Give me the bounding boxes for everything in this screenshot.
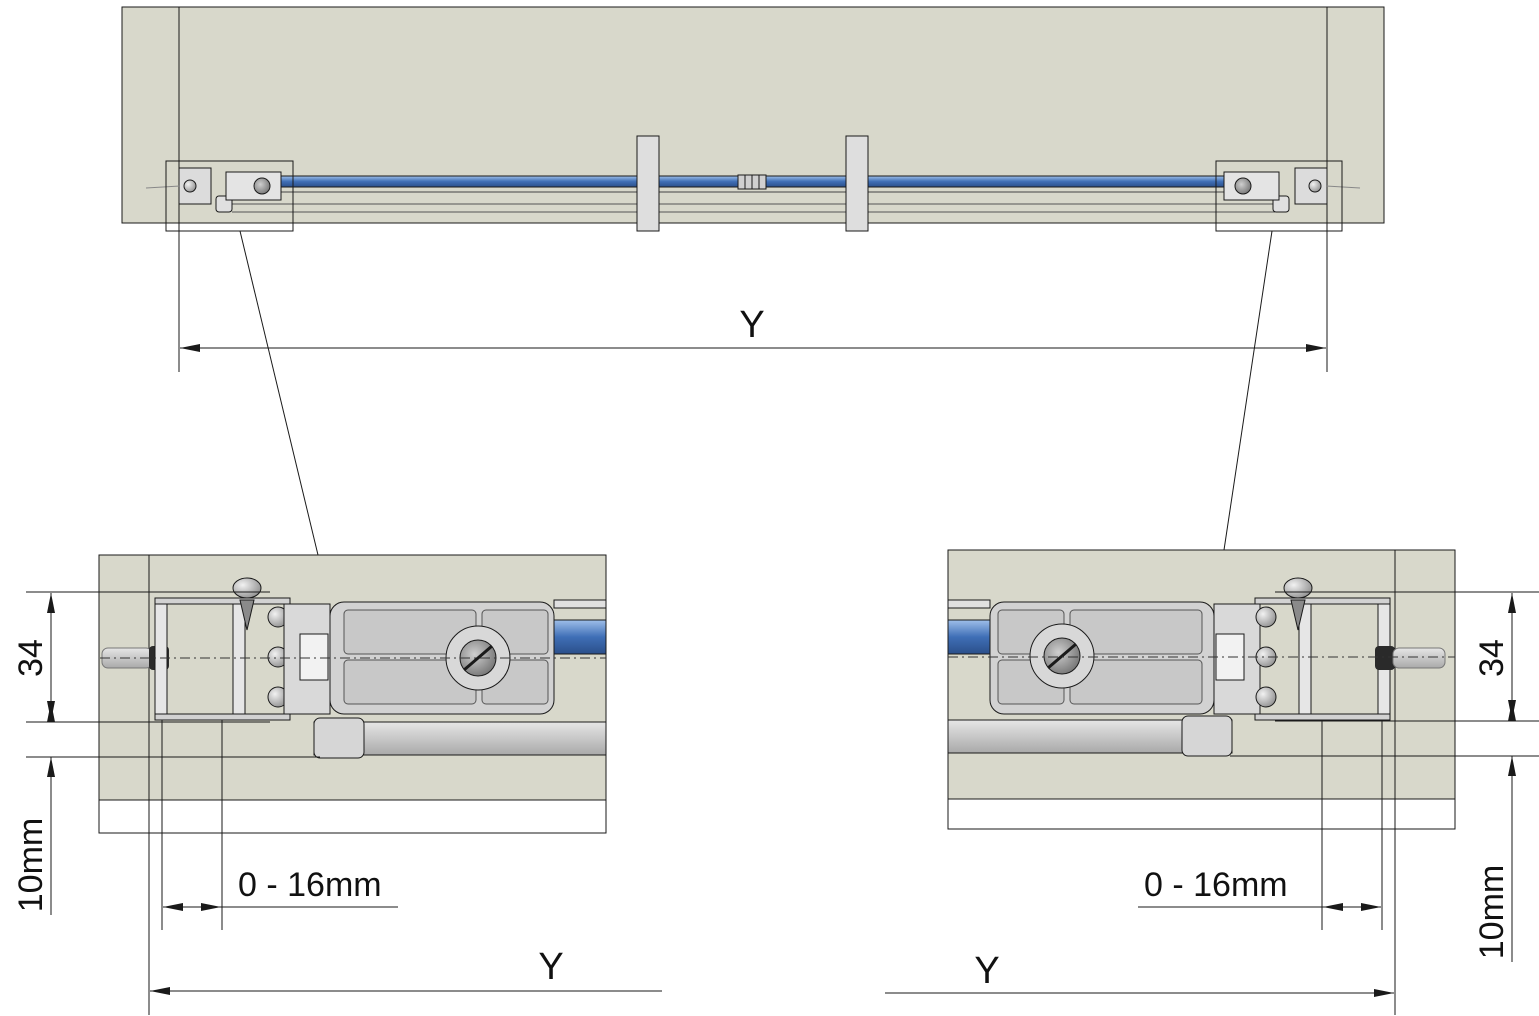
center-support-right: [845, 135, 869, 232]
leader-line-left: [239, 230, 319, 556]
floor-strip: [947, 798, 1456, 830]
floor-strip: [98, 799, 607, 834]
adjust-knob-icon: [253, 177, 271, 195]
right-detail: 34 10mm 0 - 16mm Y: [885, 549, 1539, 1015]
screw-icon: [1308, 179, 1322, 193]
screw-icon: [183, 179, 197, 193]
dimension-adjust-right-label: 0 - 16mm: [1144, 866, 1288, 904]
detail-callout-left: [165, 160, 294, 232]
leader-line-right: [1223, 230, 1273, 551]
top-overview: Y: [121, 6, 1385, 556]
dimension-y-left-label: Y: [538, 946, 563, 988]
adjust-knob-icon: [1234, 177, 1252, 195]
dimension-y-top-label: Y: [739, 304, 764, 346]
dimension-34-left-label: 34: [12, 639, 50, 677]
dimension-34-right-label: 34: [1473, 639, 1511, 677]
screw-icon: [1283, 577, 1313, 599]
left-detail: 34 10mm 0 - 16mm Y: [12, 554, 662, 1015]
screw-icon: [232, 577, 262, 599]
wall-panel: [121, 6, 1385, 224]
center-support-left: [636, 135, 660, 232]
detail-callout-right: [1215, 160, 1343, 232]
dimension-adjust-left-label: 0 - 16mm: [238, 866, 382, 904]
wall-plug-icon: [1392, 647, 1446, 669]
dimension-y-right-label: Y: [974, 950, 999, 992]
dimension-10mm-right-label: 10mm: [1473, 865, 1511, 959]
dimension-10mm-left-label: 10mm: [12, 818, 50, 912]
